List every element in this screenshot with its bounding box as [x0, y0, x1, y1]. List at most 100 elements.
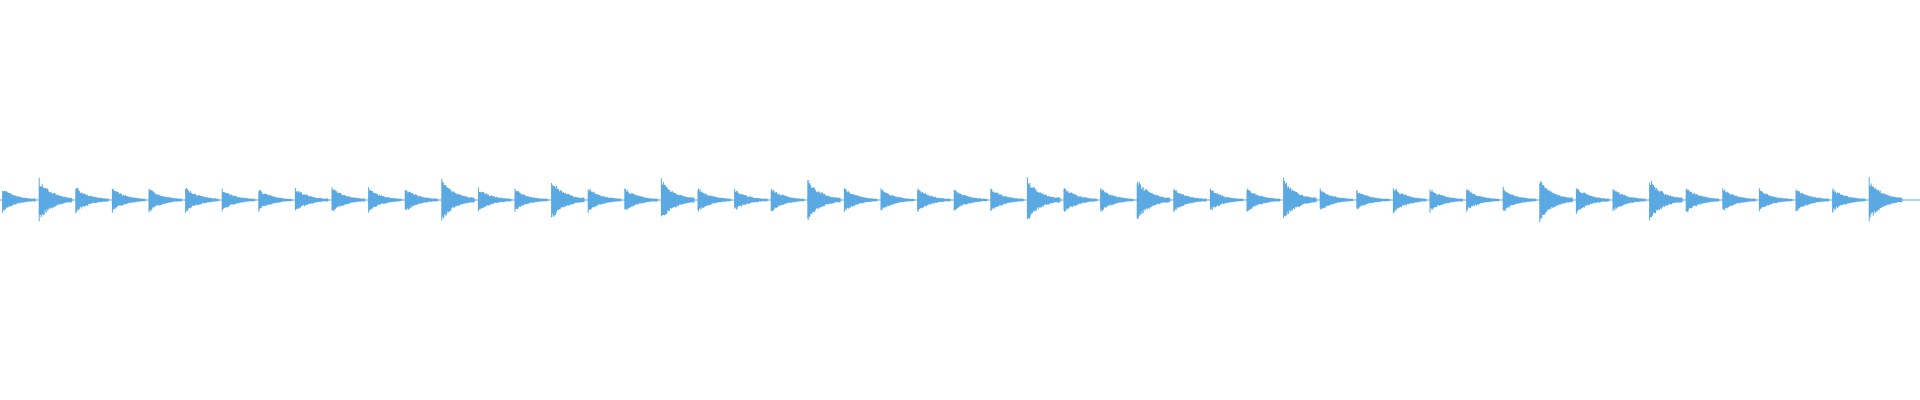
waveform-pulse-shape [1063, 188, 1097, 212]
waveform-pulse [1685, 188, 1720, 213]
waveform-pulse-shape [1319, 188, 1354, 210]
waveform-pulse-shape [1539, 181, 1573, 223]
waveform-pulse-shape [368, 187, 402, 213]
waveform-pulse-shape [734, 188, 768, 210]
waveform-pulse-shape [38, 177, 73, 222]
waveform-pulse-shape [404, 190, 439, 211]
waveform-pulse [1283, 177, 1317, 219]
waveform-pulse-shape [1466, 189, 1500, 212]
waveform-pulse-shape [148, 188, 182, 213]
waveform-pulse [514, 188, 548, 212]
waveform-pulse [38, 177, 73, 222]
waveform-pulse [258, 190, 292, 212]
waveform-pulse-shape [1649, 180, 1683, 221]
waveform-pulse-shape [990, 188, 1024, 211]
waveform-pulse [1429, 189, 1463, 213]
waveform-pulse [953, 189, 988, 211]
waveform-pulse [111, 189, 146, 213]
waveform-pulse [1832, 188, 1866, 213]
waveform-pulse-shape [1209, 188, 1244, 210]
waveform-pulse-shape [331, 187, 365, 211]
waveform-pulse [1502, 186, 1537, 211]
waveform-pulse [843, 188, 878, 212]
waveform-pulse [1649, 180, 1683, 221]
waveform-pulse-shape [1758, 188, 1793, 212]
waveform-pulse-shape [953, 189, 988, 211]
waveform-pulse [1063, 188, 1097, 212]
waveform-pulse [1209, 188, 1244, 210]
waveform-pulse-shape [1136, 181, 1171, 219]
waveform-pulse-shape [551, 183, 585, 218]
waveform-pulse-shape [1356, 190, 1390, 210]
waveform-pulse-shape [1502, 186, 1537, 211]
waveform-pulse [1758, 188, 1793, 212]
waveform-pulse [331, 187, 365, 211]
waveform-pulse [477, 187, 512, 212]
waveform-pulse [1612, 189, 1646, 211]
waveform-pulse [917, 188, 951, 212]
waveform-pulse [990, 188, 1024, 211]
waveform-pulse [1868, 177, 1903, 222]
waveform-pulse [2, 190, 36, 213]
waveform-pulse [221, 188, 256, 212]
waveform-pulse-shape [624, 188, 658, 210]
waveform-pulse-shape [1429, 189, 1463, 213]
waveform-pulse [1356, 190, 1390, 210]
waveform-pulse-shape [697, 188, 731, 212]
waveform-pulse-shape [770, 188, 805, 212]
waveform-pulse [1722, 188, 1756, 211]
waveform-pulse-shape [1246, 188, 1280, 212]
waveform-pulse [697, 188, 731, 212]
waveform-pulse [1100, 188, 1134, 212]
waveform-pulse-shape [75, 187, 109, 214]
waveform-pulse [660, 178, 695, 217]
waveform-pulse-shape [1685, 188, 1720, 213]
waveform-pulse-shape [807, 180, 841, 220]
waveform-pulse [551, 183, 585, 218]
waveform-pulse-shape [514, 188, 548, 212]
waveform-pulse-shape [294, 188, 329, 211]
waveform-pulse [1136, 181, 1171, 219]
waveform-pulse [75, 187, 109, 214]
waveform-pulse [148, 188, 182, 213]
waveform-pulse [1466, 189, 1500, 212]
waveform-pulse-shape [1722, 188, 1756, 211]
waveform-pulse-shape [1283, 177, 1317, 219]
waveform-pulse-shape [880, 188, 914, 211]
waveform-pulse [1319, 188, 1354, 210]
waveform-pulse [734, 188, 768, 210]
waveform-pulse [404, 190, 439, 211]
waveform-pulse-shape [221, 188, 256, 212]
waveform-pulse-shape [185, 188, 219, 213]
waveform-pulse-shape [660, 178, 695, 217]
waveform-pulse [1539, 181, 1573, 223]
waveform-pulse-shape [1173, 189, 1207, 212]
waveform-pulse-shape [1612, 189, 1646, 211]
waveform-pulse [294, 188, 329, 211]
waveform-pulse [185, 188, 219, 213]
waveform-pulse [1246, 188, 1280, 212]
waveform-pulse [1392, 188, 1427, 214]
waveform-pulse-shape [1392, 188, 1427, 214]
waveform-pulse-shape [1026, 177, 1061, 220]
waveform-pulse-shape [1575, 188, 1610, 214]
waveform-pulse [770, 188, 805, 212]
waveform-pulse [1026, 177, 1061, 220]
waveform-pulse [368, 187, 402, 213]
waveform-pulse-shape [477, 187, 512, 212]
waveform-pulse [807, 180, 841, 220]
waveform-pulse-shape [258, 190, 292, 212]
waveform-pulse-shape [1100, 188, 1134, 212]
waveform-pulse [624, 188, 658, 210]
waveform-pulse-shape [1795, 189, 1829, 212]
waveform-pulse [1575, 188, 1610, 214]
waveform-pulse-shape [917, 188, 951, 212]
waveform-pulse-shape [111, 189, 146, 213]
waveform-pulse-shape [2, 190, 36, 213]
waveform-pulse-shape [587, 189, 622, 213]
waveform-pulse [1795, 189, 1829, 212]
waveform-pulse [880, 188, 914, 211]
waveform-pulse [1173, 189, 1207, 212]
